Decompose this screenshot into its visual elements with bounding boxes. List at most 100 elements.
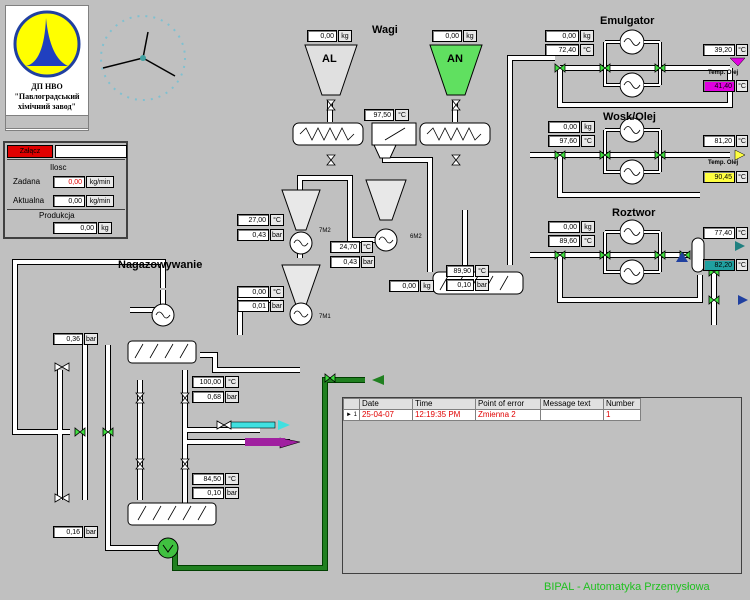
al-weight: 0,00 xyxy=(307,30,337,42)
center-weight-unit: kg xyxy=(420,280,434,292)
nagaz-temp-2: 84,50 xyxy=(192,473,224,485)
col-point[interactable]: Point of error xyxy=(474,398,541,410)
roztwor-temp-unit: °C xyxy=(581,235,595,247)
m3-pressure: 0,43 xyxy=(330,256,360,268)
col-message[interactable]: Message text xyxy=(539,398,604,410)
roztwor-temp: 89,60 xyxy=(548,235,580,247)
mixer-temp-unit: °C xyxy=(475,265,489,277)
m2-pressure-unit: bar xyxy=(270,229,284,241)
nagaz-pressure-1: 0,36 xyxy=(53,333,83,345)
logo-status-bar xyxy=(5,115,89,129)
nagaz-pressure-3-unit: bar xyxy=(225,487,239,499)
emulgator-temp-unit: °C xyxy=(580,44,594,56)
m3-tag: 6M2 xyxy=(410,234,422,240)
roztwor-weight-unit: kg xyxy=(581,221,595,233)
logo-line3: хімічний завод" xyxy=(18,102,76,111)
row-number: 1 xyxy=(602,409,641,421)
m1-temp: 0,00 xyxy=(237,286,269,298)
wosk-temp: 97,60 xyxy=(548,135,580,147)
al-hopper-label: AL xyxy=(322,53,337,65)
wagi-temp-unit: °C xyxy=(395,109,409,121)
zadana-input[interactable]: 0,00 xyxy=(53,176,85,188)
nagaz-pressure-1-unit: bar xyxy=(84,333,98,345)
produkcja-value: 0,00 xyxy=(53,222,97,234)
nagazowywanie-title: Nagazowywanie xyxy=(118,259,203,271)
aktualna-value: 0,00 xyxy=(53,195,85,207)
wosk-temp-unit: °C xyxy=(581,135,595,147)
mixer-pressure: 0,10 xyxy=(446,279,474,291)
row-time: 12:19:35 PM xyxy=(411,409,476,421)
an-hopper-label: AN xyxy=(447,53,463,65)
emulgator-weight-unit: kg xyxy=(580,30,594,42)
m1-tag: 7M1 xyxy=(319,314,331,320)
zadana-label: Zadana xyxy=(13,177,41,186)
m1-temp-unit: °C xyxy=(270,286,284,298)
nagaz-pressure-4-unit: bar xyxy=(84,526,98,538)
emulgator-temp: 72,40 xyxy=(545,44,579,56)
wagi-title: Wagi xyxy=(372,24,398,36)
col-number[interactable]: Number xyxy=(602,398,641,410)
nagaz-pressure-4: 0,16 xyxy=(53,526,83,538)
produkcja-label: Produkcja xyxy=(39,211,75,220)
wosk-out-temp: 81,20 xyxy=(703,135,735,147)
emulgator-olej-label: Temp. Olej xyxy=(708,70,739,76)
emulgator-title: Emulgator xyxy=(600,15,655,27)
mixer-pressure-unit: bar xyxy=(475,279,489,291)
logo-line2: "Павлоградський xyxy=(14,92,80,101)
center-weight: 0,00 xyxy=(389,280,419,292)
error-log-panel: Date Time Point of error Message text Nu… xyxy=(342,397,742,574)
aktualna-unit: kg/min xyxy=(86,195,114,207)
wosk-weight-unit: kg xyxy=(581,121,595,133)
m2-tag: 7M2 xyxy=(319,228,331,234)
m3-temp: 24,70 xyxy=(330,241,360,253)
m3-pressure-unit: bar xyxy=(361,256,375,268)
ilosc-label: Ilosc xyxy=(50,163,67,172)
wosk-out-temp-unit: °C xyxy=(736,135,748,147)
m3-temp-unit: °C xyxy=(361,241,373,253)
nagaz-temp-1-unit: °C xyxy=(225,376,239,388)
wosk-olej-unit: °C xyxy=(736,171,748,183)
col-date[interactable]: Date xyxy=(358,398,413,410)
row-point: Zmienna 2 xyxy=(474,409,541,421)
row-marker: ► 1 xyxy=(343,409,360,421)
nagaz-temp-1: 100,00 xyxy=(192,376,224,388)
roztwor-out-temp-unit: °C xyxy=(736,227,748,239)
an-weight-unit: kg xyxy=(463,30,477,42)
nagaz-pressure-2: 0,68 xyxy=(192,391,224,403)
col-time[interactable]: Time xyxy=(411,398,476,410)
emulgator-out-temp: 39,20 xyxy=(703,44,735,56)
start-status-field xyxy=(55,145,127,158)
al-weight-unit: kg xyxy=(338,30,352,42)
wagi-temp: 97,50 xyxy=(364,109,394,121)
table-row[interactable]: ► 1 25-04-07 12:19:35 PM Zmienna 2 1 xyxy=(343,409,641,421)
roztwor-weight: 0,00 xyxy=(548,221,580,233)
an-weight: 0,00 xyxy=(432,30,462,42)
emulgator-olej-temp: 41,40 xyxy=(703,80,735,92)
m2-pressure: 0,43 xyxy=(237,229,269,241)
m2-temp: 27,00 xyxy=(237,214,269,226)
wind-gauge-icon xyxy=(100,15,186,101)
wosk-weight: 0,00 xyxy=(548,121,580,133)
start-button[interactable]: Załącz xyxy=(7,145,53,158)
roztwor-title: Roztwor xyxy=(612,207,656,219)
mixer-temp: 89,90 xyxy=(446,265,474,277)
m1-pressure: 0,01 xyxy=(237,300,269,312)
nagaz-pressure-2-unit: bar xyxy=(225,391,239,403)
nagaz-temp-2-unit: °C xyxy=(225,473,239,485)
produkcja-unit: kg xyxy=(98,222,112,234)
footer-brand: BIPAL - Automatyka Przemysłowa xyxy=(544,581,710,593)
row-date: 25-04-07 xyxy=(358,409,413,421)
wosk-olej-temp: 90,45 xyxy=(703,171,735,183)
zadana-unit: kg/min xyxy=(86,176,114,188)
error-log-table: Date Time Point of error Message text Nu… xyxy=(343,398,641,421)
roztwor-olej-unit: °C xyxy=(736,259,748,271)
error-log-header: Date Time Point of error Message text Nu… xyxy=(343,398,641,410)
wosk-olej-title: Wosk/Olej xyxy=(603,111,656,123)
row-message xyxy=(539,409,604,421)
roztwor-olej-temp: 82,20 xyxy=(703,259,735,271)
wosk-olej-label: Temp. Olej xyxy=(708,160,739,166)
roztwor-out-temp: 77,40 xyxy=(703,227,735,239)
m2-temp-unit: °C xyxy=(270,214,284,226)
m1-pressure-unit: bar xyxy=(270,300,284,312)
